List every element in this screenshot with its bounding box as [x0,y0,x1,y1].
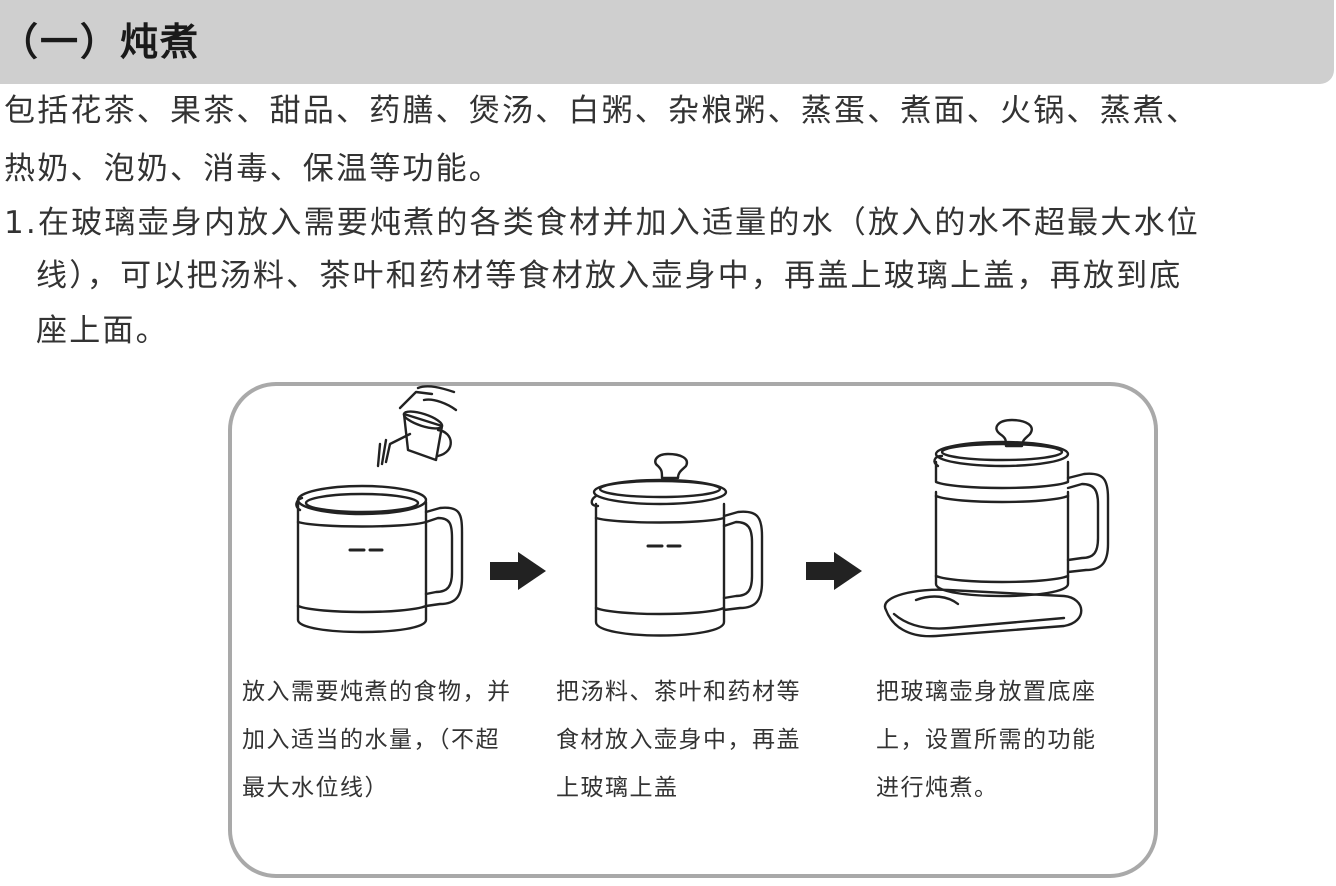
water-cup-icon [376,385,458,468]
caption-line: 进行炖煮。 [876,775,999,801]
caption-step-3: 把玻璃壶身放置底座 上，设置所需的功能 进行炖煮。 [876,668,1097,812]
intro-line-2: 热奶、泡奶、消毒、保温等功能。 [4,151,502,187]
step1-line-1: 1.在玻璃壶身内放入需要炖煮的各类食材并加入适量的水（放入的水不超最大水位 [4,205,1200,241]
caption-line: 上，设置所需的功能 [876,727,1097,753]
section-header-bar [0,0,1334,84]
open-pot-icon [295,484,464,634]
caption-line: 最大水位线） [242,775,389,801]
arrow-right-icon [806,552,862,590]
intro-line-1: 包括花茶、果茶、甜品、药膳、煲汤、白粥、杂粮粥、蒸蛋、煮面、火锅、蒸煮、 [4,93,1200,129]
caption-line: 把汤料、茶叶和药材等 [556,679,801,705]
step1-line-3: 座上面。 [36,313,169,349]
arrow-right-icon [490,552,546,590]
pot-on-base-icon [883,418,1110,638]
caption-line: 上玻璃上盖 [556,775,679,801]
caption-line: 食材放入壶身中，再盖 [556,727,801,753]
caption-line: 把玻璃壶身放置底座 [876,679,1097,705]
caption-step-1: 放入需要炖煮的食物，并 加入适当的水量，（不超 最大水位线） [242,668,512,812]
figure-illustration [295,385,1110,638]
lidded-pot-icon [590,452,764,637]
caption-line: 加入适当的水量，（不超 [242,727,500,753]
section-title: （一）炖煮 [0,20,201,64]
caption-line: 放入需要炖煮的食物，并 [242,679,512,705]
step1-line-2: 线），可以把汤料、茶叶和药材等食材放入壶身中，再盖上玻璃上盖，再放到底 [36,258,1183,294]
figure-panel [228,382,1158,878]
caption-step-2: 把汤料、茶叶和药材等 食材放入壶身中，再盖 上玻璃上盖 [556,668,801,812]
